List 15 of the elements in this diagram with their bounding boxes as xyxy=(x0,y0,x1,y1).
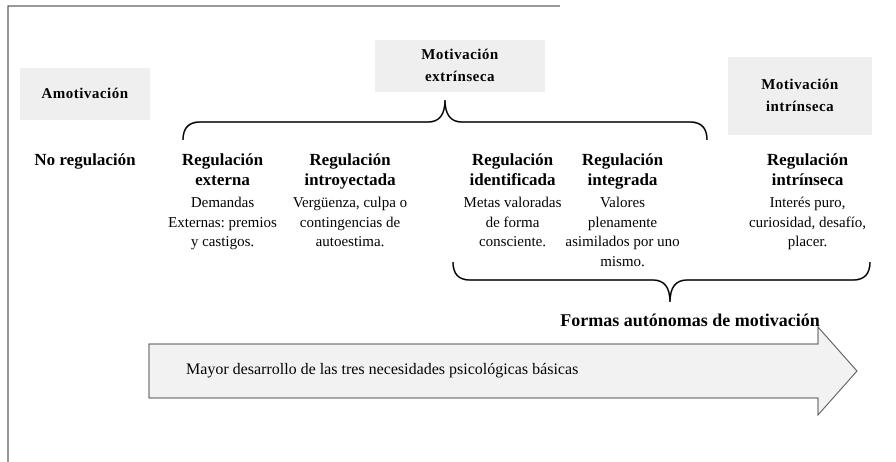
category-box: Motivación extrínseca xyxy=(375,40,545,92)
description-text: Interés puro, curiosidad, desafío, placer. xyxy=(748,194,868,252)
description-text: Demandas Externas: premios y castigos. xyxy=(167,194,278,252)
description-text: Vergüenza, culpa o contingencias de autoestima. xyxy=(292,194,408,252)
category-box: Motivación intrínseca xyxy=(728,57,872,135)
column-heading: Regulación identificada xyxy=(468,150,556,190)
description-text: Valores plenamente asimilados por uno mismo. xyxy=(565,194,680,272)
column-heading: Regulación introyectada xyxy=(303,150,397,190)
brace-caption: Formas autónomas de motivación xyxy=(559,310,821,331)
category-box: Amotivación xyxy=(20,68,150,120)
arrow-text: Mayor desarrollo de las tres necesidades psicológicas básicas xyxy=(186,361,578,379)
column-heading: Regulación integrada xyxy=(580,150,664,190)
column-heading: Regulación externa xyxy=(180,150,264,190)
column-heading: No regulación xyxy=(33,150,137,170)
column-heading: Regulación intrínseca xyxy=(766,150,850,190)
